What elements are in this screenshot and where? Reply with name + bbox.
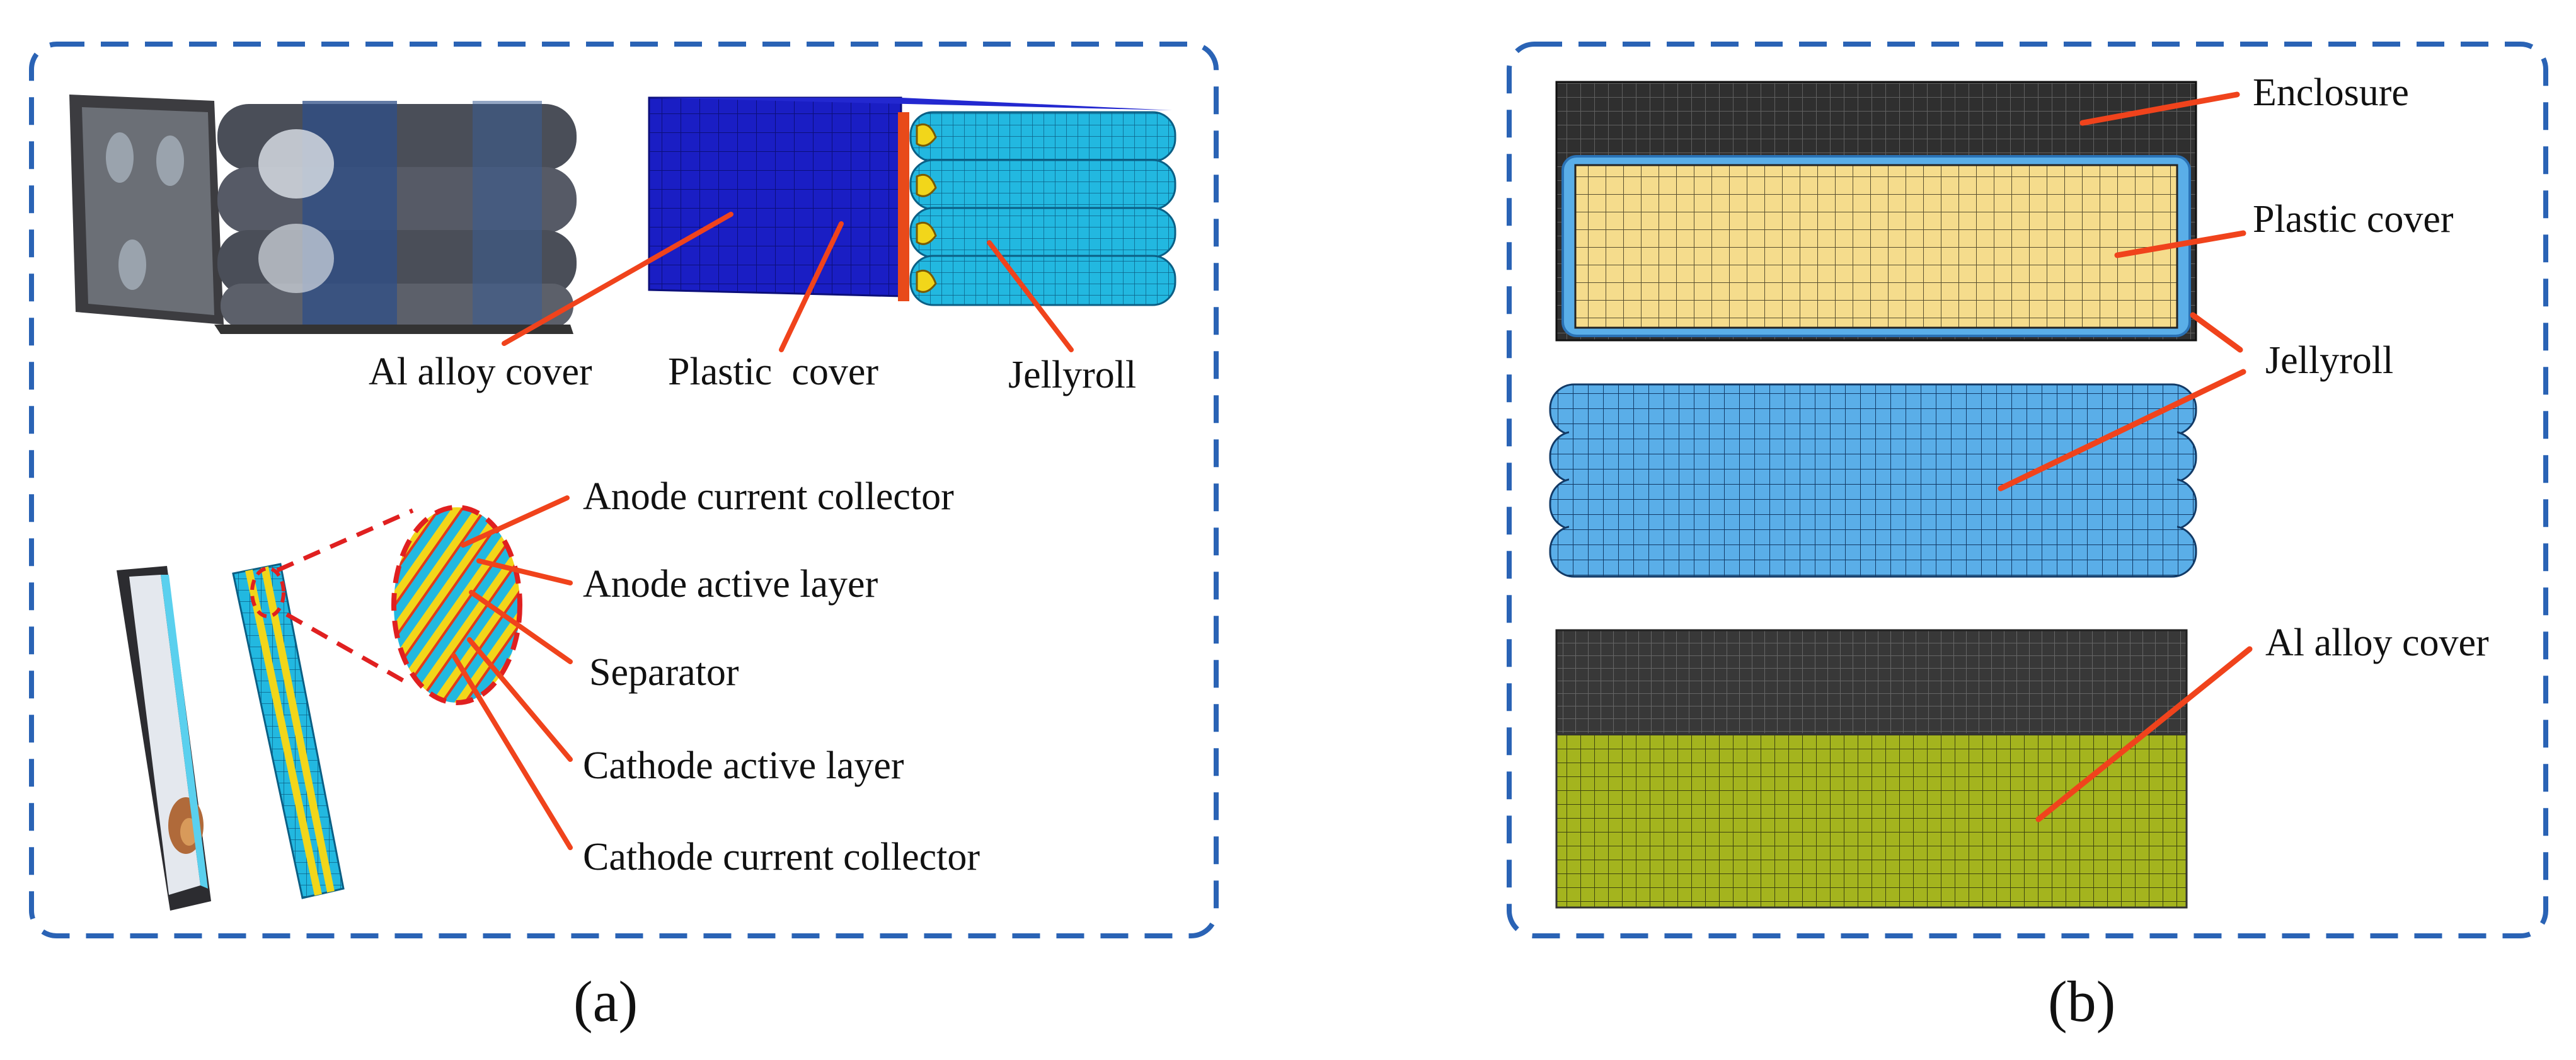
label-plastic-cover: Plastic cover (668, 350, 878, 393)
leader-cathode-current-collector (451, 653, 573, 850)
caption-a: (a) (573, 969, 638, 1034)
label-plastic-cover-b: Plastic cover (2253, 198, 2454, 241)
leader-plastic-cover-b (2114, 230, 2246, 258)
panel-b-frame (1507, 42, 2548, 938)
leader-al-alloy-cover-b (2035, 646, 2253, 822)
plastic-cover-mesh (1561, 155, 2191, 337)
leader-anode-current-collector (461, 495, 570, 548)
panel-b-leaders (1998, 91, 2253, 822)
caption-b: (b) (2048, 969, 2115, 1034)
label-anode-active-layer: Anode active layer (583, 563, 878, 606)
panel-a-leaders-top (502, 212, 1074, 352)
leader-cathode-active-layer (467, 637, 573, 762)
panel-a-frame (29, 42, 1219, 938)
leader-enclosure (2079, 91, 2240, 126)
label-anode-current-collector: Anode current collector (583, 475, 954, 518)
leader-al-alloy-cover (502, 212, 733, 346)
leader-jellyroll-b-2 (1998, 369, 2246, 492)
al-alloy-cover-mesh (1555, 629, 2188, 909)
leader-anode-active-layer (476, 558, 573, 585)
leader-jellyroll (987, 240, 1074, 352)
panel-a: Al alloy cover Plastic cover Jellyroll (29, 42, 1219, 1034)
fe-model-cell (648, 96, 1176, 306)
battery-photo-image (69, 95, 577, 334)
magnified-cross-section (250, 505, 522, 705)
jellyroll-mesh (1549, 383, 2197, 578)
pouch-cell-image (117, 566, 211, 911)
label-al-alloy-cover: Al alloy cover (369, 350, 592, 393)
fe-jellyroll-stack (909, 111, 1176, 306)
label-jellyroll: Jellyroll (1008, 354, 1136, 396)
label-al-alloy-cover-b: Al alloy cover (2265, 621, 2489, 664)
label-cathode-active-layer: Cathode active layer (583, 744, 904, 787)
panel-a-leaders-bottom (451, 495, 573, 850)
panel-b: Enclosure Plastic cover Jellyroll Al all… (1507, 42, 2548, 1034)
label-separator: Separator (589, 651, 739, 694)
label-cathode-current-collector: Cathode current collector (583, 836, 980, 879)
label-enclosure: Enclosure (2253, 71, 2409, 114)
label-jellyroll-b: Jellyroll (2265, 339, 2393, 382)
leader-separator (469, 590, 573, 664)
leader-plastic-cover (779, 221, 844, 352)
leader-jellyroll-b-1 (2190, 312, 2243, 353)
